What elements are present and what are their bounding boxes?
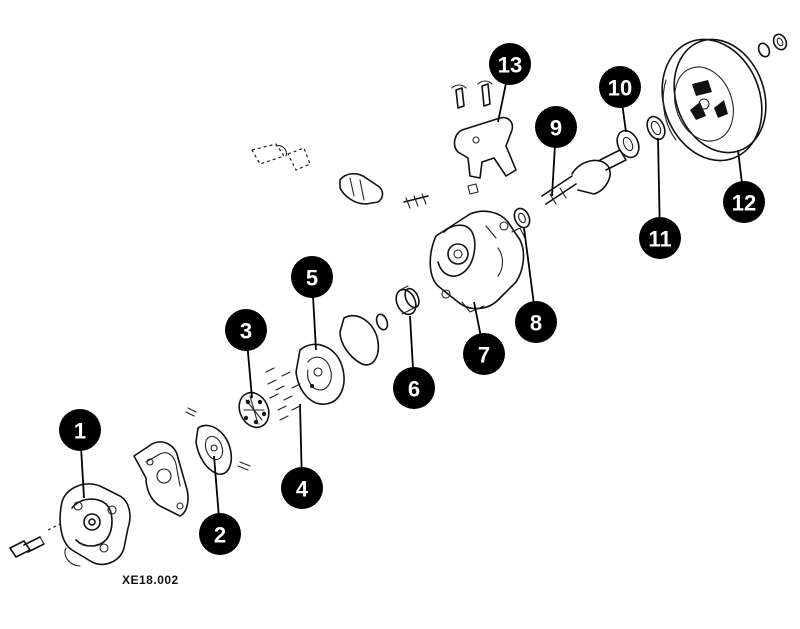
cam-ring [295,343,345,405]
callout-10-label: 10 [608,76,632,101]
callout-5: 5 [291,256,333,351]
callout-7-label: 7 [478,343,490,368]
pulley [661,38,767,162]
callout-11-label: 11 [648,227,671,252]
callout-4: 4 [281,403,323,509]
washer [616,129,640,159]
callout-13-label: 13 [498,53,522,78]
gasket [133,441,189,517]
callout-5-label: 5 [306,266,318,291]
callout-6-label: 6 [408,377,420,402]
rotor [238,391,270,429]
rear-cover [47,483,131,567]
callout-11: 11 [639,137,681,259]
callout-7: 7 [463,301,505,375]
callout-6: 6 [393,315,435,409]
callout-1: 1 [59,409,101,499]
callout-13: 13 [489,43,531,123]
circlip [646,115,666,141]
flow-control-valve [251,143,429,209]
callout-9: 9 [535,106,577,197]
drive-shaft [541,149,627,205]
callout-8: 8 [515,227,557,343]
callout-1-label: 1 [74,419,86,444]
callout-2: 2 [199,455,241,555]
callout-4-label: 4 [296,477,309,502]
bolt-left [9,536,45,558]
seal-bushing [395,285,420,316]
pump-body [429,210,527,313]
figure-reference-code: XE18.002 [122,573,179,587]
callout-10: 10 [599,66,641,133]
callout-3-label: 3 [240,319,252,344]
part-drawings [9,33,788,567]
bracket [451,80,517,195]
pressure-plate [185,407,251,475]
callout-12: 12 [723,149,765,223]
pulley-nut [757,33,788,58]
callout-3: 3 [225,309,267,399]
callout-2-label: 2 [214,523,226,548]
vanes [265,367,301,421]
callout-8-label: 8 [530,311,542,336]
seal-ring [513,207,531,229]
callout-12-label: 12 [732,191,756,216]
o-rings [339,313,389,366]
callouts: 1 2 3 4 5 [59,43,765,555]
callout-9-label: 9 [550,116,562,141]
